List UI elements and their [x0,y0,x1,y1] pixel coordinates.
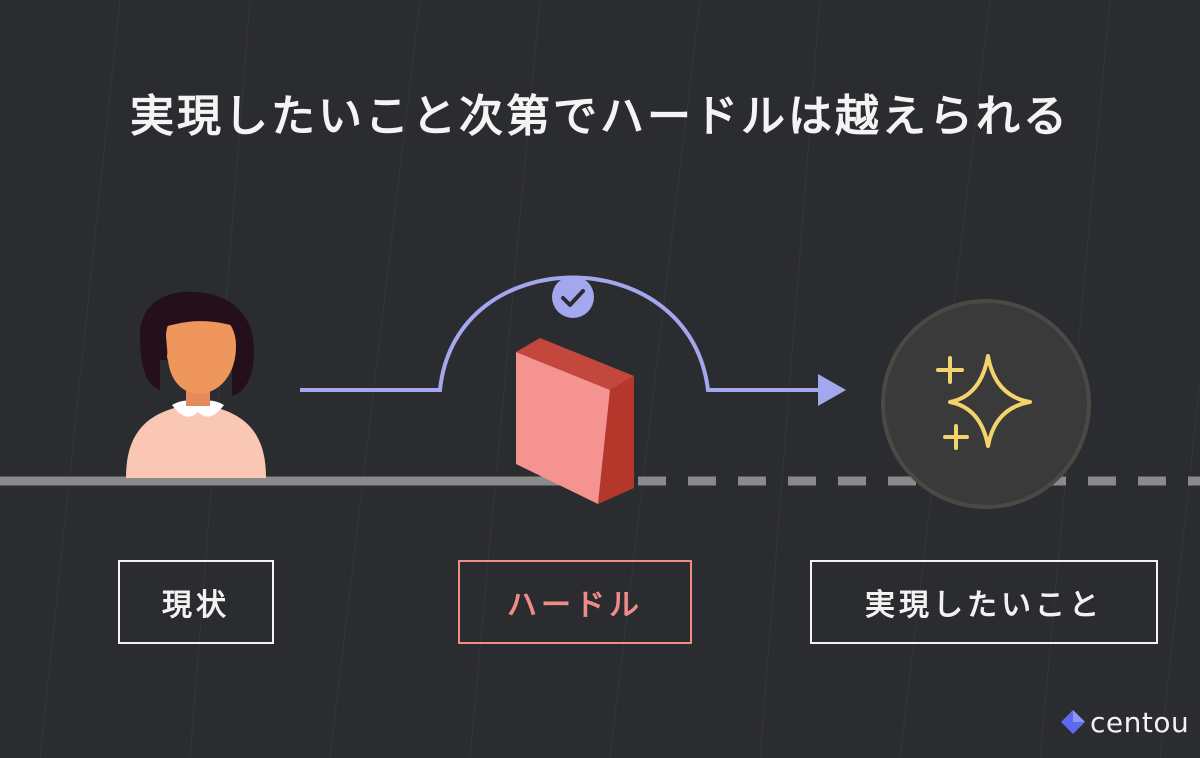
hurdle-block [516,338,634,504]
label-hurdle: ハードル [458,560,692,644]
label-current: 現状 [118,560,274,644]
sparkle-icon [936,354,1032,450]
arrow-head-icon [818,374,846,406]
check-icon [552,276,594,318]
person-illustration [126,291,266,478]
page-title: 実現したいこと次第でハードルは越えられる [130,91,1070,142]
diamond-logo-icon [1061,710,1085,734]
label-goal: 実現したいこと [810,560,1158,644]
brand-logo: centou [1060,704,1189,740]
brand-name: centou [1090,705,1190,739]
goal-circle [881,299,1091,509]
